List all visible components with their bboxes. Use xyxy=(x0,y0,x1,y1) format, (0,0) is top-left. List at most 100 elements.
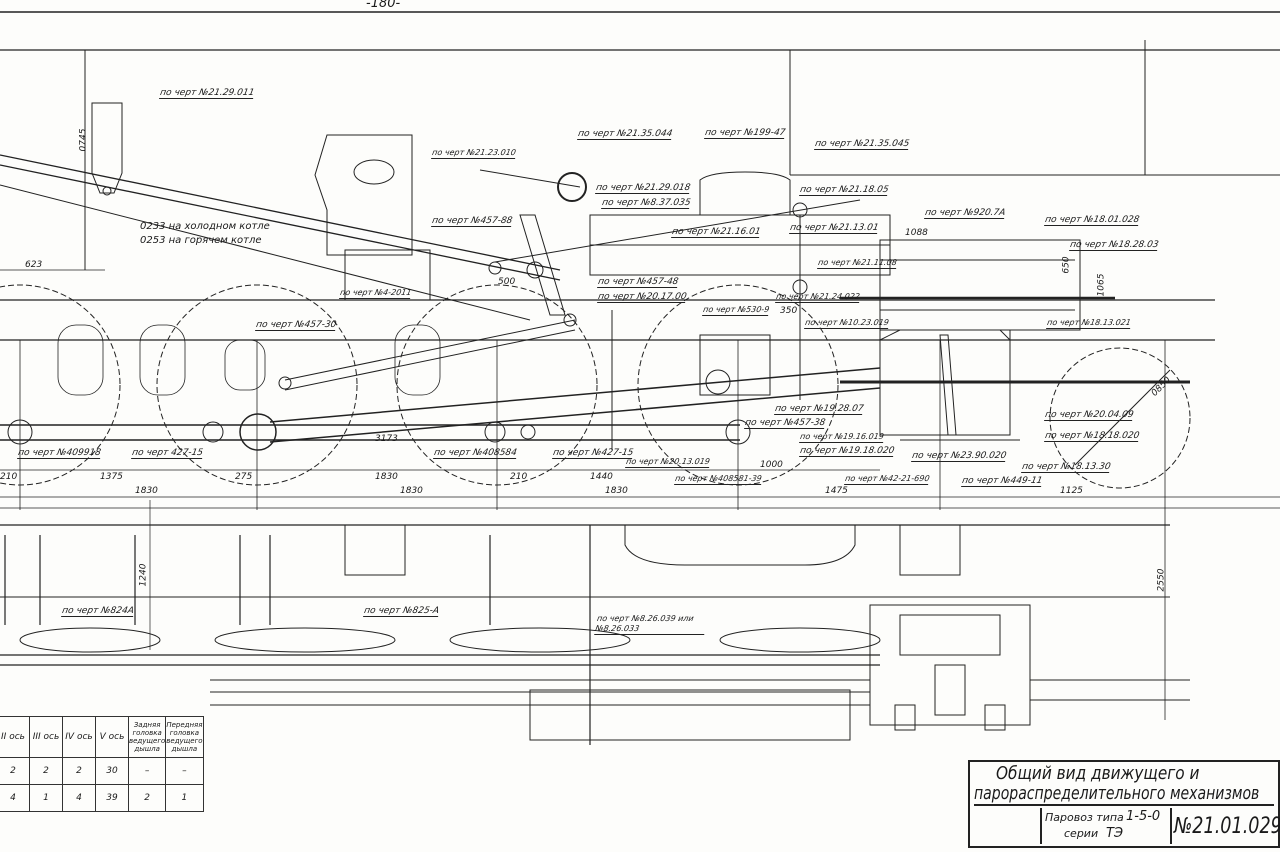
callout: по черт №19.18.020 xyxy=(799,446,896,457)
dimension: 275 xyxy=(235,472,253,482)
callout: по черт №18.13.021 xyxy=(1046,318,1132,329)
piston xyxy=(939,334,957,436)
dimension: 1240 xyxy=(138,563,149,587)
dimension: 350 xyxy=(780,306,798,316)
plan-view xyxy=(0,500,1190,745)
dimension: 1830 xyxy=(605,486,628,496)
callout: по черт №21.11.08 xyxy=(817,258,898,269)
dimension: 1440 xyxy=(590,472,613,482)
dimension: 1830 xyxy=(400,486,423,496)
dimension: 1830 xyxy=(375,472,398,482)
callout: по черт №920.7А xyxy=(924,208,1007,219)
callout: по черт №10.23.019 xyxy=(804,318,890,329)
table-cell: 2 xyxy=(127,784,167,812)
dimension: 650 xyxy=(1061,256,1072,274)
callout: по черт №18.01.028 xyxy=(1044,215,1141,226)
callout: по черт №199-47 xyxy=(704,128,787,139)
callout: по черт №457-88 xyxy=(431,216,514,227)
callout: по черт №18.13.30 xyxy=(1021,462,1112,473)
callout: по черт №457-30 xyxy=(255,320,338,331)
callout: по черт №8.26.039 или №8.26.033 xyxy=(594,614,708,635)
title-line: парораспределительного механизмов xyxy=(974,783,1260,804)
callout: по черт №21.24.022 xyxy=(775,292,861,303)
table-header: V ось xyxy=(95,716,129,758)
dimension: 1088 xyxy=(905,228,928,238)
table-cell: 4 xyxy=(0,784,30,812)
callout: по черт №21.29.018 xyxy=(595,183,692,194)
loco-type-label: Паровоз типа xyxy=(1045,811,1124,824)
callout: по черт №21.35.045 xyxy=(814,139,911,150)
callout: по черт №18.18.020 xyxy=(1044,431,1141,442)
table-cell: 39 xyxy=(95,784,129,812)
main-rod xyxy=(269,367,881,443)
callout: по черт №449-11 xyxy=(961,476,1044,487)
support-block xyxy=(314,134,413,256)
table-cell: 1 xyxy=(29,784,63,812)
callout: по черт №21.18.05 xyxy=(799,185,890,196)
callout: по черт №20.17.00 xyxy=(597,292,688,303)
title-line: Общий вид движущего и xyxy=(996,764,1200,784)
table-header: II ось xyxy=(0,716,30,758)
dome xyxy=(699,171,791,215)
callout: по черт 427-15 xyxy=(131,448,204,459)
title-block: Общий вид движущего и парораспределитель… xyxy=(968,760,1280,848)
drawing-number: №21.01.029 xyxy=(1174,814,1280,839)
table-cell: 2 xyxy=(0,757,30,785)
cylinder-body xyxy=(879,239,1081,331)
callout: по черт №21.13.01 xyxy=(789,223,880,234)
cylinder-plan xyxy=(529,689,851,741)
eccentric-rod xyxy=(284,319,576,391)
dimension: 1065 xyxy=(1096,273,1107,297)
series: ТЭ xyxy=(1106,826,1124,841)
table-cell: 2 xyxy=(29,757,63,785)
bracket-part xyxy=(91,102,123,194)
leading-wheel xyxy=(1049,347,1191,489)
dimension: 1125 xyxy=(1060,486,1083,496)
callout: по черт №427-15 xyxy=(552,448,635,459)
callout: 0253 на горячем котле xyxy=(140,235,262,246)
dimension: 623 xyxy=(25,260,43,270)
coupling-rod xyxy=(0,424,740,441)
reach-rod xyxy=(0,154,561,281)
axle-play-table: II ось III ось IV ось V ось Задняя голов… xyxy=(0,716,204,812)
cylinder-saddle-plan xyxy=(869,604,1031,726)
callout: по черт №21.29.011 xyxy=(159,88,256,99)
callout: по черт №21.35.044 xyxy=(577,129,674,140)
callout: 0233 на холодном котле xyxy=(140,221,270,232)
callout: по черт №21.23.010 xyxy=(431,148,517,159)
callout: по черт №409918 xyxy=(17,448,102,459)
table-cell: 4 xyxy=(62,784,96,812)
dimension: 1000 xyxy=(760,460,783,470)
crosshead-guide xyxy=(699,334,771,396)
callout: по черт №18.28.03 xyxy=(1069,240,1160,251)
dimension: 210 xyxy=(510,472,528,482)
table-cell: – xyxy=(165,757,204,785)
callout: по черт №825-А xyxy=(363,606,440,617)
page-number: -180- xyxy=(366,0,401,11)
callout: по черт №4-2011 xyxy=(339,288,413,299)
dimension-lines xyxy=(0,269,1280,720)
callout: по черт №8.37.035 xyxy=(601,198,692,209)
callout: по черт №457-48 xyxy=(597,277,680,288)
callout: по черт №20.04.09 xyxy=(1044,410,1135,421)
callout: по черт №23.90.020 xyxy=(911,451,1008,462)
table-cell: 1 xyxy=(165,784,204,812)
dimension: 1830 xyxy=(135,486,158,496)
callout: по черт №408581-39 xyxy=(674,474,763,485)
dimension: 210 xyxy=(0,472,18,482)
locomotive-series: Паровоз типа 1-5-0 серии ТЭ xyxy=(1042,808,1172,844)
table-header: III ось xyxy=(29,716,63,758)
dimension: 0745 xyxy=(78,128,89,152)
dimension: 2550 xyxy=(1156,568,1167,592)
dimension: 1475 xyxy=(825,486,848,496)
table-cell: 2 xyxy=(62,757,96,785)
factory-logo-cell xyxy=(970,808,1042,844)
table-header: IV ось xyxy=(62,716,96,758)
table-cell: 30 xyxy=(95,757,129,785)
callout: по черт №19.16.019 xyxy=(799,432,885,443)
callout: по черт №21.16.01 xyxy=(671,227,762,238)
callout: по черт №530-9 xyxy=(702,305,771,316)
callout: по черт №457-38 xyxy=(744,418,827,429)
table-cell: – xyxy=(127,757,167,785)
